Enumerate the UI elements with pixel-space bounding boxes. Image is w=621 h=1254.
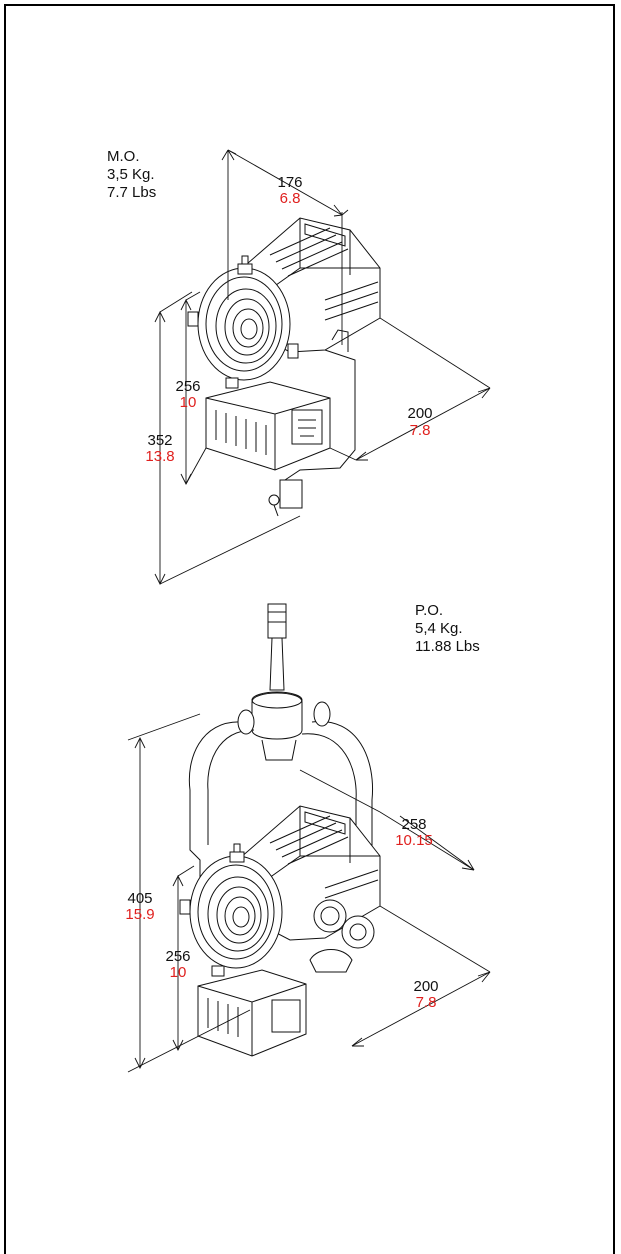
po-weight-lbs: 11.88 Lbs [415, 638, 480, 655]
mo-title: M.O. [107, 148, 140, 165]
po-yoke-depth-imperial: 10.15 [395, 832, 433, 849]
po-weight-kg: 5,4 Kg. [415, 620, 463, 637]
po-lamp-illustration [179, 603, 381, 1057]
mo-weight-lbs: 7.7 Lbs [107, 184, 157, 201]
mo-total-height-metric: 352 [147, 432, 173, 449]
mo-lamp-illustration [187, 217, 381, 517]
mo-dimension-lines [154, 149, 491, 586]
mo-width-metric: 176 [277, 174, 303, 191]
po-yoke-depth-metric: 258 [401, 816, 427, 833]
po-body-height-metric: 256 [165, 948, 191, 965]
po-depth-imperial: 7.8 [415, 994, 437, 1011]
po-body-height-imperial: 10 [169, 964, 187, 981]
po-dimension-lines [127, 713, 491, 1073]
mo-width-imperial: 6.8 [279, 190, 301, 207]
po-depth-metric: 200 [413, 978, 439, 995]
po-total-height-metric: 405 [127, 890, 153, 907]
drawing-frame [4, 4, 615, 1254]
mo-total-height-imperial: 13.8 [145, 448, 175, 465]
mo-depth-metric: 200 [407, 405, 433, 422]
mo-body-height-metric: 256 [175, 378, 201, 395]
po-title: P.O. [415, 602, 444, 619]
mo-depth-imperial: 7.8 [409, 422, 431, 439]
mo-weight-kg: 3,5 Kg. [107, 166, 155, 183]
po-total-height-imperial: 15.9 [125, 906, 155, 923]
mo-body-height-imperial: 10 [179, 394, 197, 411]
